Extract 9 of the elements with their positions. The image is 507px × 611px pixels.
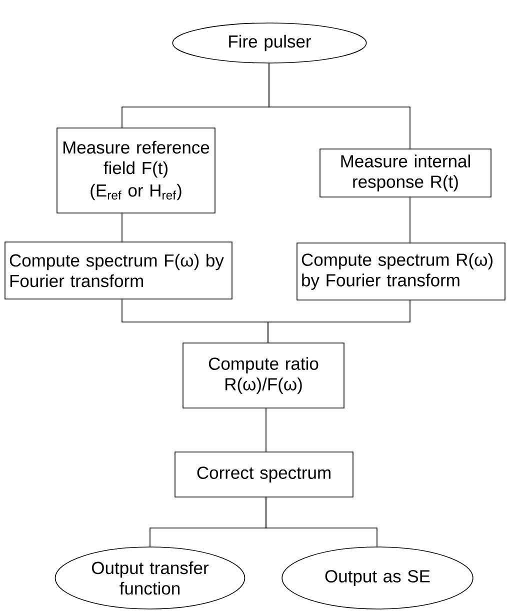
process-box: Compute spectrum R(ω) by Fourier transform xyxy=(296,242,506,300)
connector-line xyxy=(268,300,410,343)
connector-line xyxy=(266,497,378,547)
process-box: Correct spectrum xyxy=(174,452,354,498)
process-box: Compute ratio R(ω)/F(ω) xyxy=(182,342,344,408)
process-box: Measure internal response R(t) xyxy=(320,148,492,198)
process-box: Measure reference field F(t) (E$_{ref}$ or H$_{ref}$) xyxy=(56,128,216,214)
connector-line xyxy=(268,63,410,149)
process-box: Compute spectrum F(ω) by Fourier transform xyxy=(4,242,232,300)
